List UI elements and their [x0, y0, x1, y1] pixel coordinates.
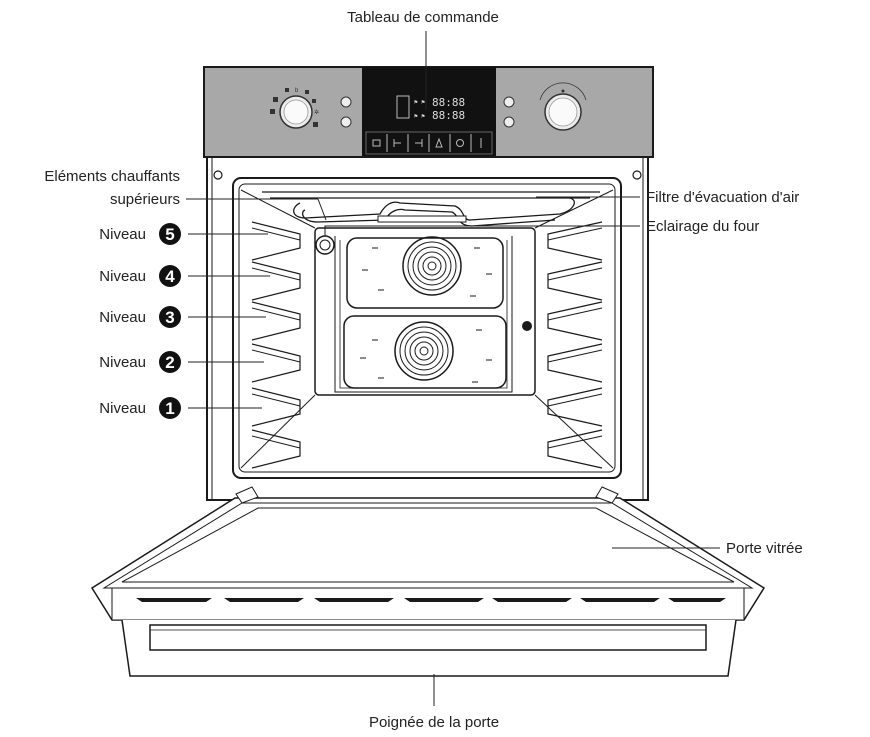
svg-text:⚑ ⚑: ⚑ ⚑ [414, 99, 425, 106]
function-selector-knob[interactable] [279, 95, 313, 129]
left-rail-5 [251, 387, 301, 427]
level-1-number: 1 [165, 399, 174, 418]
right-small-buttons[interactable] [503, 96, 515, 128]
level-5-badge [159, 223, 181, 245]
temperature-sensor [522, 321, 532, 331]
level-4-badge [159, 265, 181, 287]
left-shelf-rails [251, 221, 301, 469]
right-rail-5 [547, 387, 603, 427]
svg-text:✲: ✲ [314, 109, 319, 116]
fan-guard-wire [334, 236, 513, 393]
svg-text:b: b [295, 88, 299, 94]
level-5-number: 5 [165, 225, 174, 244]
level-3-number: 3 [165, 308, 174, 327]
right-rail-1 [547, 221, 603, 261]
svg-text:⚑ ⚑: ⚑ ⚑ [414, 113, 425, 120]
function-symbols: b✲ [270, 88, 319, 127]
upper-fan-panel [346, 236, 504, 309]
label-oven-light: Eclairage du four [646, 218, 759, 235]
label-upper-heating: Eléments chauffants [44, 168, 180, 185]
level-3-badge [159, 306, 181, 328]
left-rail-4-edge [251, 349, 301, 363]
left-rail-1-edge [251, 227, 301, 241]
level-2-badge [159, 351, 181, 373]
upper-fan-icon [402, 236, 462, 296]
door-handle[interactable] [121, 619, 737, 677]
left-rail-1 [251, 221, 301, 261]
right-rail-6 [547, 429, 603, 469]
control-panel: 88:88 88:88 ⚑ ⚑ ⚑ ⚑ b✲ [203, 66, 654, 158]
level-labels: Niveau 5 Niveau 4 Niveau 3 Niveau 2 Nive… [99, 223, 181, 419]
open-door [90, 486, 766, 677]
level-5-label: Niveau [99, 226, 146, 243]
level-1-label: Niveau [99, 400, 146, 417]
level-2-label: Niveau [99, 354, 146, 371]
left-rail-6 [251, 429, 301, 469]
lower-fan-panel [343, 315, 507, 389]
door-hinges [235, 486, 619, 504]
door-vents [136, 598, 726, 602]
level-3-label: Niveau [99, 309, 146, 326]
glass-door-panel [121, 507, 735, 583]
left-small-buttons[interactable] [340, 96, 352, 128]
left-rail-3-edge [251, 307, 301, 321]
display-touch-keys [372, 134, 482, 152]
right-rail-2 [547, 261, 603, 301]
callout-lines [186, 31, 720, 706]
right-rail-4-edge [547, 349, 603, 363]
label-control-panel: Tableau de commande [347, 9, 499, 26]
left-rail-4 [251, 343, 301, 383]
right-shelf-rails [547, 221, 603, 469]
left-rail-2 [251, 261, 301, 301]
display-digits-top: 88:88 [432, 96, 465, 109]
level-callout-lines [188, 233, 270, 409]
level-4: Niveau 4 [99, 265, 181, 287]
level-2-number: 2 [165, 353, 174, 372]
level-3: Niveau 3 [99, 306, 181, 328]
level-5: Niveau 5 [99, 223, 181, 245]
right-rail-4 [547, 343, 603, 383]
left-rail-2-edge [251, 267, 301, 281]
level-4-number: 4 [165, 267, 175, 286]
right-rail-3 [547, 301, 603, 341]
digital-display: 88:88 88:88 ⚑ ⚑ ⚑ ⚑ [396, 95, 465, 122]
left-rail-3 [251, 301, 301, 341]
label-door-handle: Poignée de la porte [369, 714, 499, 731]
level-1-badge [159, 397, 181, 419]
label-upper-heating-2: supérieurs [110, 191, 180, 208]
label-glass-door: Porte vitrée [726, 540, 803, 557]
air-exhaust-filter [377, 215, 467, 223]
left-rail-5-edge [251, 393, 301, 407]
right-rail-3-edge [547, 307, 603, 321]
display-digits-bottom: 88:88 [432, 109, 465, 122]
level-2: Niveau 2 [99, 351, 181, 373]
level-4-label: Niveau [99, 268, 146, 285]
right-rail-6-edge [547, 435, 603, 449]
right-rail-1-edge [547, 227, 603, 241]
right-rail-5-edge [547, 393, 603, 407]
left-rail-6-edge [251, 435, 301, 449]
level-1: Niveau 1 [99, 397, 181, 419]
label-air-filter: Filtre d'évacuation d'air [646, 189, 799, 206]
temperature-knob[interactable] [539, 82, 587, 131]
lower-fan-icon [394, 321, 454, 381]
right-rail-2-edge [547, 267, 603, 281]
